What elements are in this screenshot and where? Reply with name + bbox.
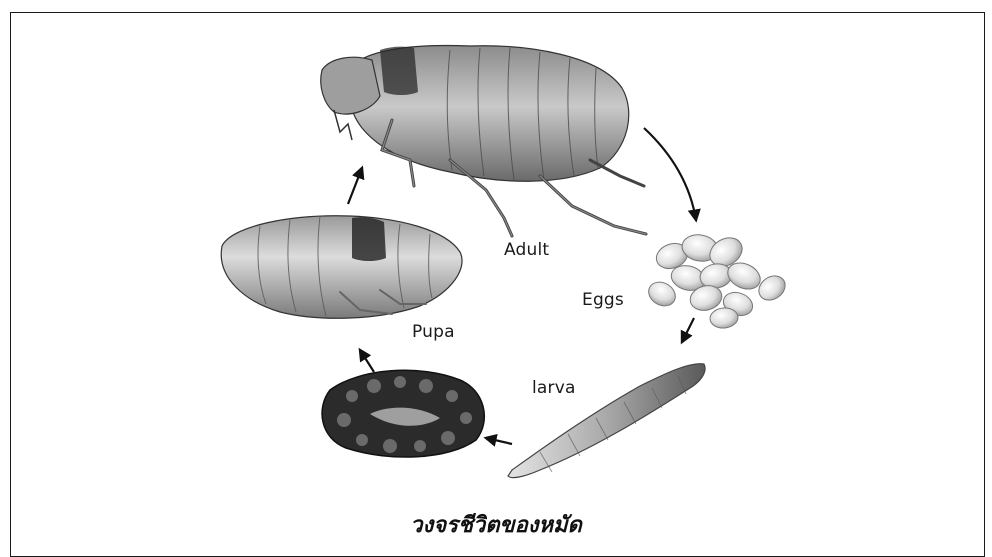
- larva-label: larva: [532, 378, 576, 398]
- arrow-pupa-to-adult: [348, 168, 362, 204]
- arrow-larva-to-cocoon: [486, 438, 512, 444]
- arrow-cocoon-to-pupa: [360, 350, 374, 372]
- arrow-eggs-to-larva: [682, 318, 694, 342]
- arrow-adult-to-eggs: [644, 128, 696, 220]
- eggs-illustration: [644, 232, 789, 329]
- adult-flea-illustration: [321, 46, 646, 236]
- adult-label: Adult: [504, 240, 549, 260]
- eggs-label: Eggs: [582, 290, 624, 310]
- cocoon-illustration: [322, 370, 484, 457]
- diagram-caption: วงจรชีวิตของหมัด: [0, 507, 992, 542]
- pupa-illustration: [221, 216, 462, 318]
- pupa-label: Pupa: [412, 322, 455, 342]
